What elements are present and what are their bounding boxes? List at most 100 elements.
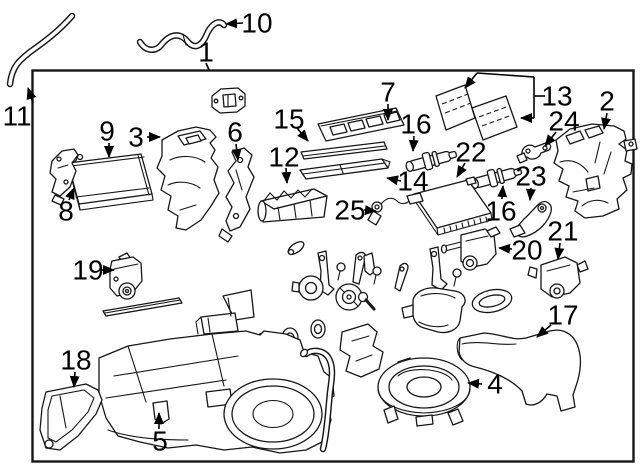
case-main-right [553, 123, 638, 219]
clip [516, 142, 552, 164]
callout-leader-line [525, 187, 536, 201]
callout-4: 4 [467, 369, 503, 400]
callout-3: 3 [128, 122, 161, 153]
vent-grille [317, 107, 405, 142]
callout-25: 25 [334, 195, 377, 226]
callout-9: 9 [99, 116, 115, 158]
callout-18: 18 [60, 345, 92, 388]
callout-8: 8 [58, 187, 75, 227]
callout-number: 14 [397, 166, 428, 197]
callout-15: 15 [273, 104, 309, 142]
callout-number: 24 [548, 106, 579, 137]
callout-17: 17 [536, 300, 579, 338]
callout-2: 2 [599, 86, 615, 130]
actuator-left [109, 252, 143, 300]
callout-leader-line [456, 162, 467, 178]
callout-leader-line [554, 242, 565, 260]
callout-10: 10 [225, 8, 273, 39]
callout-number: 17 [547, 300, 578, 331]
foam-seal-strip [102, 297, 183, 317]
heater-hose-top [136, 19, 228, 53]
callout-leader-line [536, 324, 552, 338]
heater-hose-left [6, 12, 76, 88]
callout-leader-line [497, 185, 508, 200]
filter-panels [435, 84, 518, 141]
callout-leader-line [476, 72, 535, 78]
blower-cover [401, 287, 466, 334]
blower-case [377, 357, 471, 427]
heater-pipe-1 [405, 150, 458, 172]
callout-number: 21 [547, 216, 578, 247]
callout-16: 16 [400, 109, 432, 152]
blower-bracket-frame [339, 323, 384, 378]
callout-leader-line [386, 175, 402, 186]
callout-14: 14 [386, 166, 429, 197]
callout-leader-line [464, 72, 478, 89]
drain-hose [299, 347, 336, 453]
case-lower-assembly [98, 330, 335, 454]
callout-13: 13 [464, 72, 573, 123]
callout-number: 15 [273, 104, 304, 135]
callout-number: 11 [2, 101, 31, 132]
callout-6: 6 [227, 117, 243, 161]
callout-number: 6 [227, 117, 243, 148]
thermistor [367, 192, 424, 226]
callout-number: 12 [268, 142, 299, 173]
callout-leader-line [408, 135, 419, 152]
callout-number: 7 [380, 77, 396, 108]
callout-leader-line [65, 187, 75, 201]
callout-leader-line [225, 18, 244, 29]
callout-number: 3 [128, 122, 144, 153]
callout-leader-line [205, 62, 210, 71]
elbow-bracket [509, 200, 552, 238]
callout-number: 20 [511, 235, 542, 266]
callout-leader-line [498, 243, 513, 254]
mount-bracket-top [211, 87, 246, 114]
callout-16: 16 [485, 185, 517, 227]
callout-leader-line [281, 167, 292, 184]
callout-22: 22 [455, 137, 487, 178]
callout-20: 20 [498, 235, 543, 266]
callout-19: 19 [72, 255, 115, 286]
callout-1: 1 [198, 37, 214, 71]
callout-number: 10 [241, 8, 272, 39]
air-duct [456, 329, 582, 412]
callout-number: 25 [334, 195, 365, 226]
seal-strip-lower [299, 158, 391, 180]
heater-core [67, 153, 154, 211]
callout-number: 2 [599, 86, 615, 117]
callout-number: 22 [455, 137, 486, 168]
callout-number: 23 [515, 161, 546, 192]
callout-number: 4 [487, 369, 503, 400]
oval-seal [471, 288, 513, 314]
callout-5: 5 [152, 412, 168, 457]
callout-leader-line [363, 205, 377, 216]
assembly-boundary [31, 69, 635, 463]
callout-23: 23 [515, 161, 547, 201]
callout-leader-line [69, 371, 80, 388]
callout-leader-line [231, 143, 242, 161]
callout-24: 24 [544, 106, 580, 147]
callout-number: 18 [60, 345, 91, 376]
funnel-duct [195, 289, 255, 335]
callout-number: 16 [485, 196, 516, 227]
seal-strip-upper [300, 141, 388, 160]
callout-number: 1 [198, 37, 214, 68]
actuator-center [440, 226, 501, 271]
callout-7: 7 [380, 77, 396, 121]
bracket-center [218, 147, 255, 243]
actuator-right [527, 256, 589, 299]
callout-leader-line [601, 112, 611, 130]
callout-leader-line [467, 378, 483, 389]
side-cover [39, 383, 103, 451]
callout-leader-line [26, 87, 37, 104]
callout-number: 16 [400, 109, 431, 140]
callout-11: 11 [2, 87, 37, 132]
callout-12: 12 [268, 142, 300, 184]
callout-number: 8 [58, 196, 74, 227]
callout-leader-line [544, 131, 557, 147]
bracket-left [49, 148, 79, 206]
